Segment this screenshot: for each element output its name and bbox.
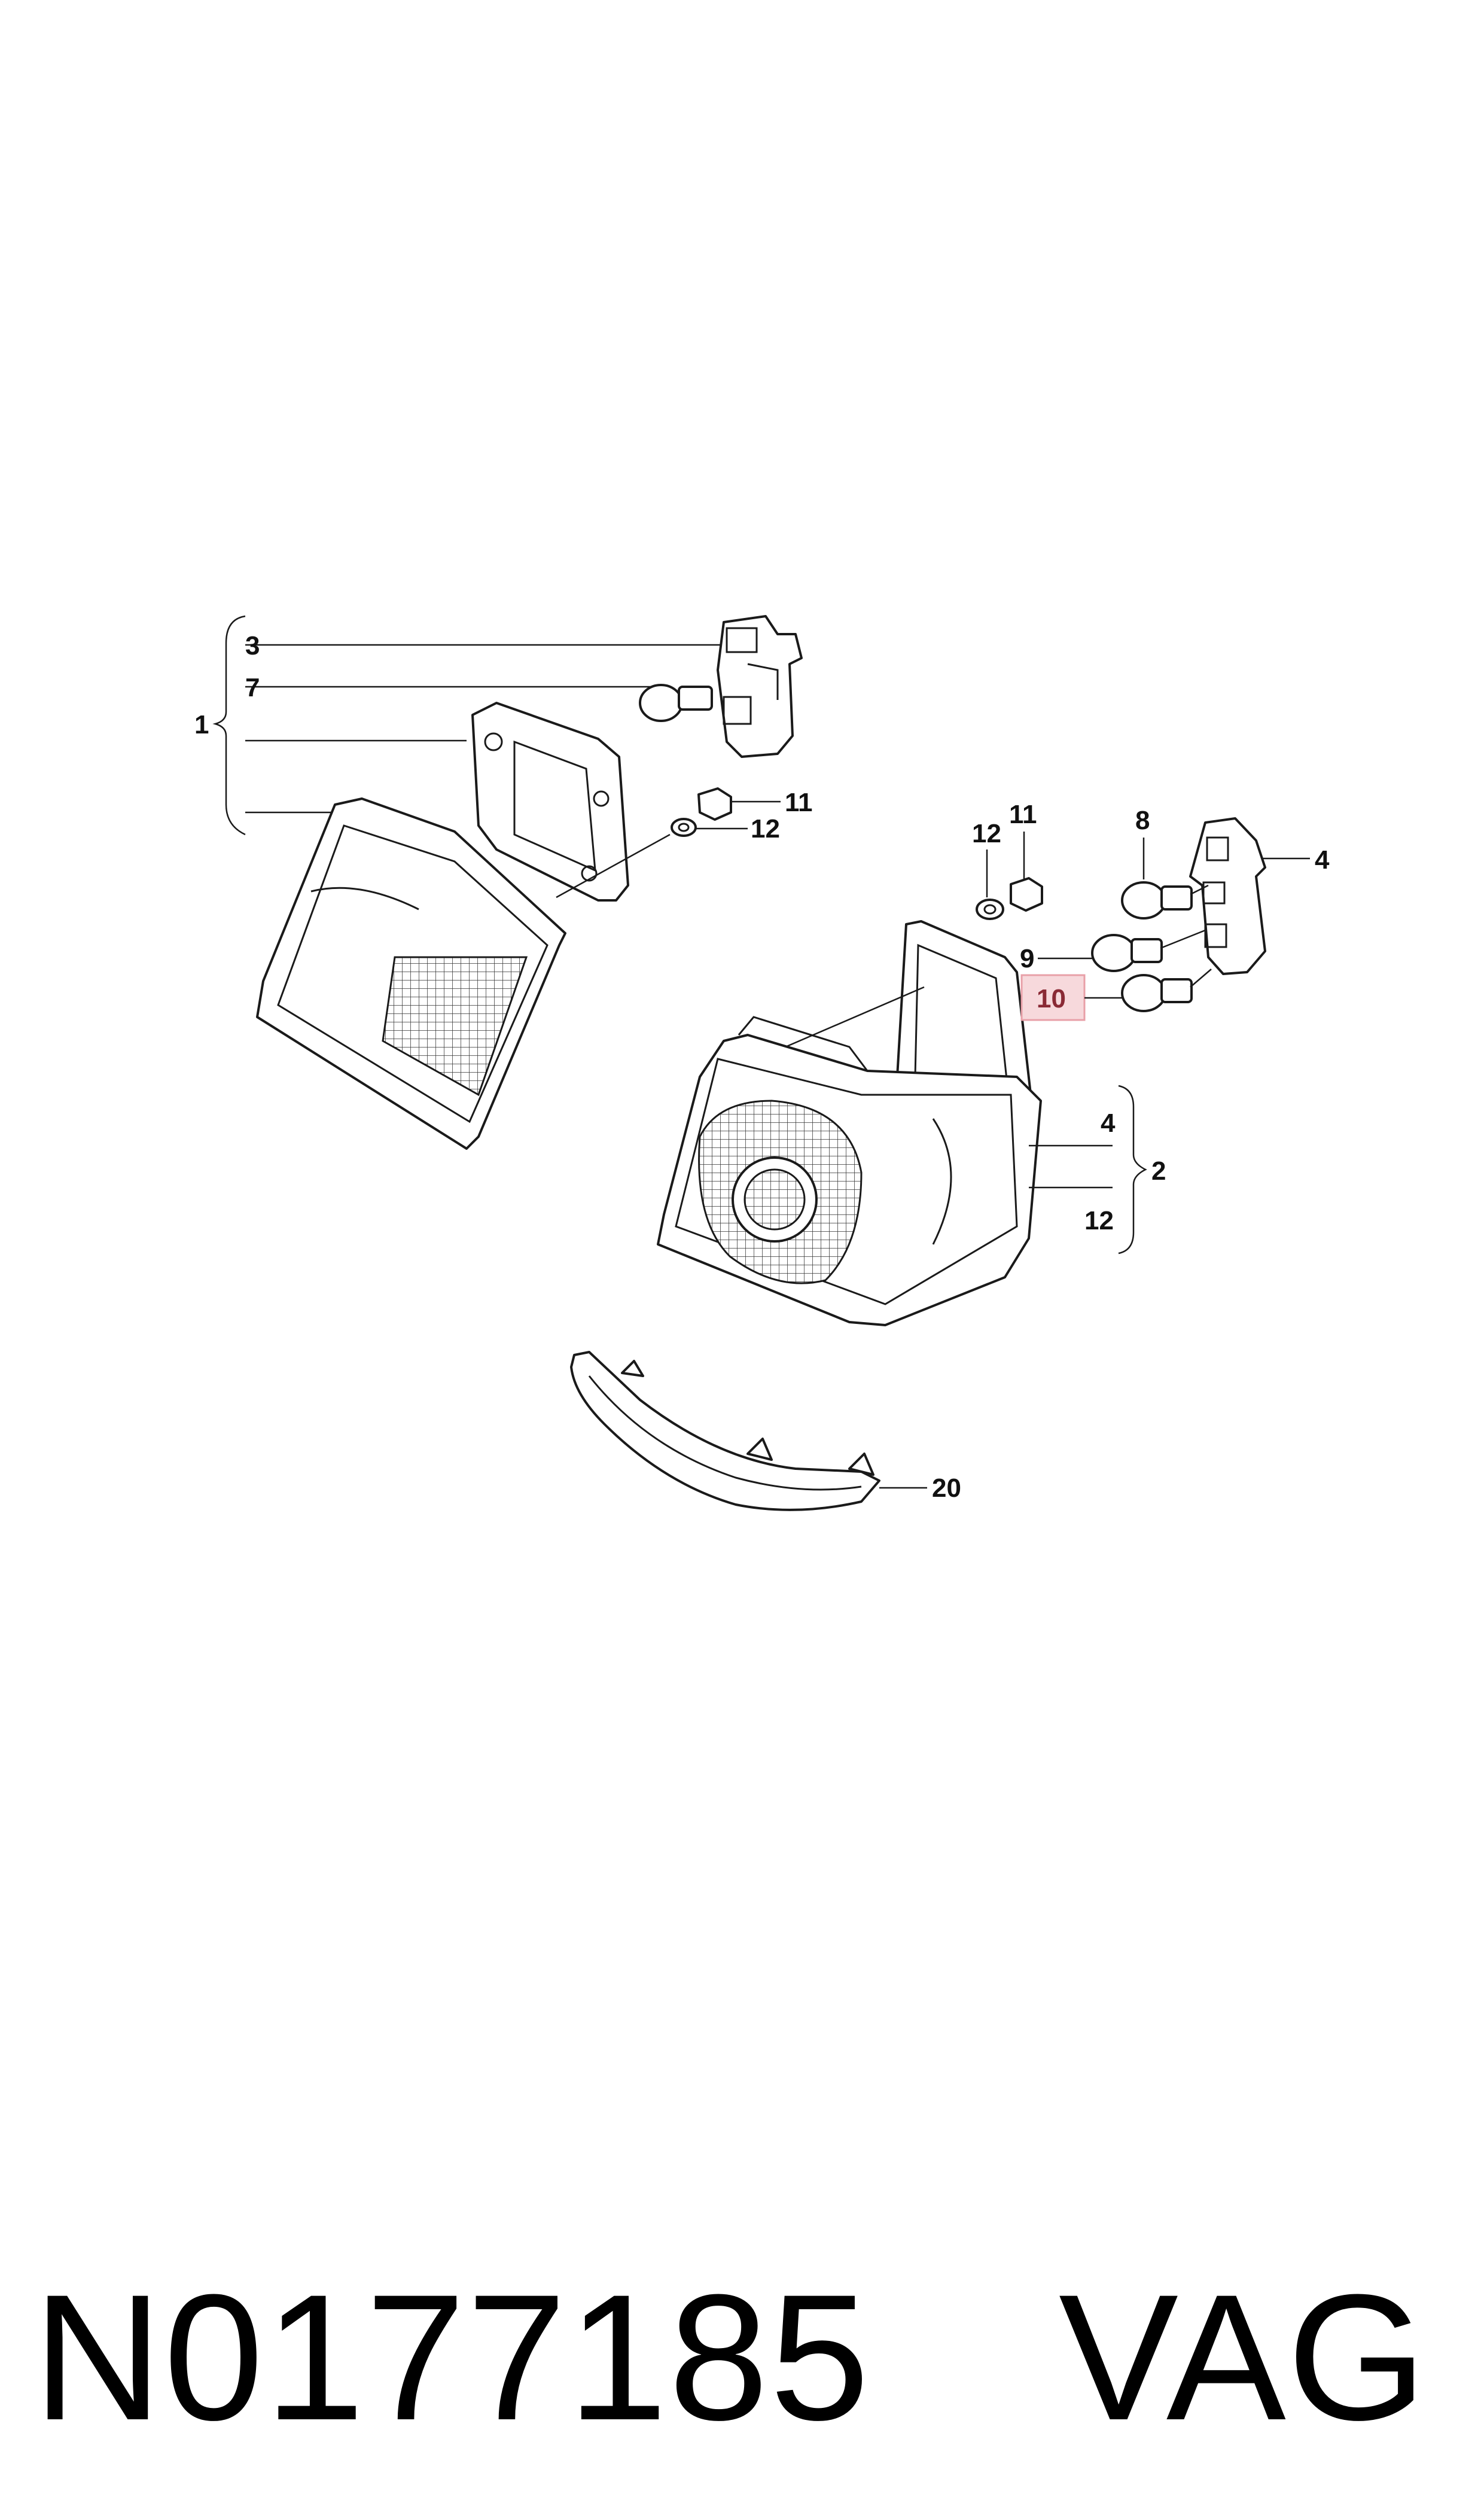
nut-11-right[interactable] [1010, 877, 1043, 912]
bulb-9[interactable] [1091, 929, 1206, 972]
callout-9: 9 [1020, 944, 1034, 973]
lamp-holder-4[interactable] [1189, 817, 1310, 975]
brand-caption: VAG [1059, 2257, 1428, 2458]
callout-7: 7 [245, 673, 260, 702]
callout-11-left: 11 [785, 788, 813, 817]
bulb-7[interactable] [639, 684, 713, 722]
callout-1: 1 [194, 710, 209, 739]
bracket-group-1 [212, 615, 727, 836]
callout-10: 10 [1037, 984, 1066, 1013]
washer-12-left[interactable] [671, 818, 748, 837]
callout-12-bracket: 12 [1084, 1206, 1114, 1235]
bracket-group-2 [1029, 1085, 1147, 1255]
bulb-8[interactable] [1121, 881, 1209, 919]
callout-12-right: 12 [972, 819, 1001, 848]
callout-4-top: 4 [1315, 845, 1330, 875]
callout-11-right: 11 [1009, 800, 1037, 829]
callout-3: 3 [245, 631, 260, 660]
callout-12-left: 12 [751, 814, 780, 844]
reflector-strip-20[interactable] [570, 1351, 927, 1511]
outer-tail-lamp[interactable] [657, 1016, 1042, 1326]
inner-tail-lamp[interactable] [256, 797, 566, 1150]
part-number-caption: N0177185 [33, 2257, 871, 2458]
lamp-holder-3[interactable] [717, 615, 803, 758]
washer-12-right[interactable] [976, 899, 1004, 920]
nut-11-left[interactable] [697, 787, 781, 821]
bulb-10[interactable] [1121, 969, 1212, 1012]
callout-2: 2 [1151, 1156, 1166, 1186]
callout-10-highlight[interactable]: 10 [1020, 974, 1086, 1021]
callout-4-bracket: 4 [1101, 1109, 1116, 1138]
gasket-plate[interactable] [471, 702, 629, 902]
callout-20: 20 [932, 1473, 961, 1503]
callout-8: 8 [1135, 806, 1150, 835]
